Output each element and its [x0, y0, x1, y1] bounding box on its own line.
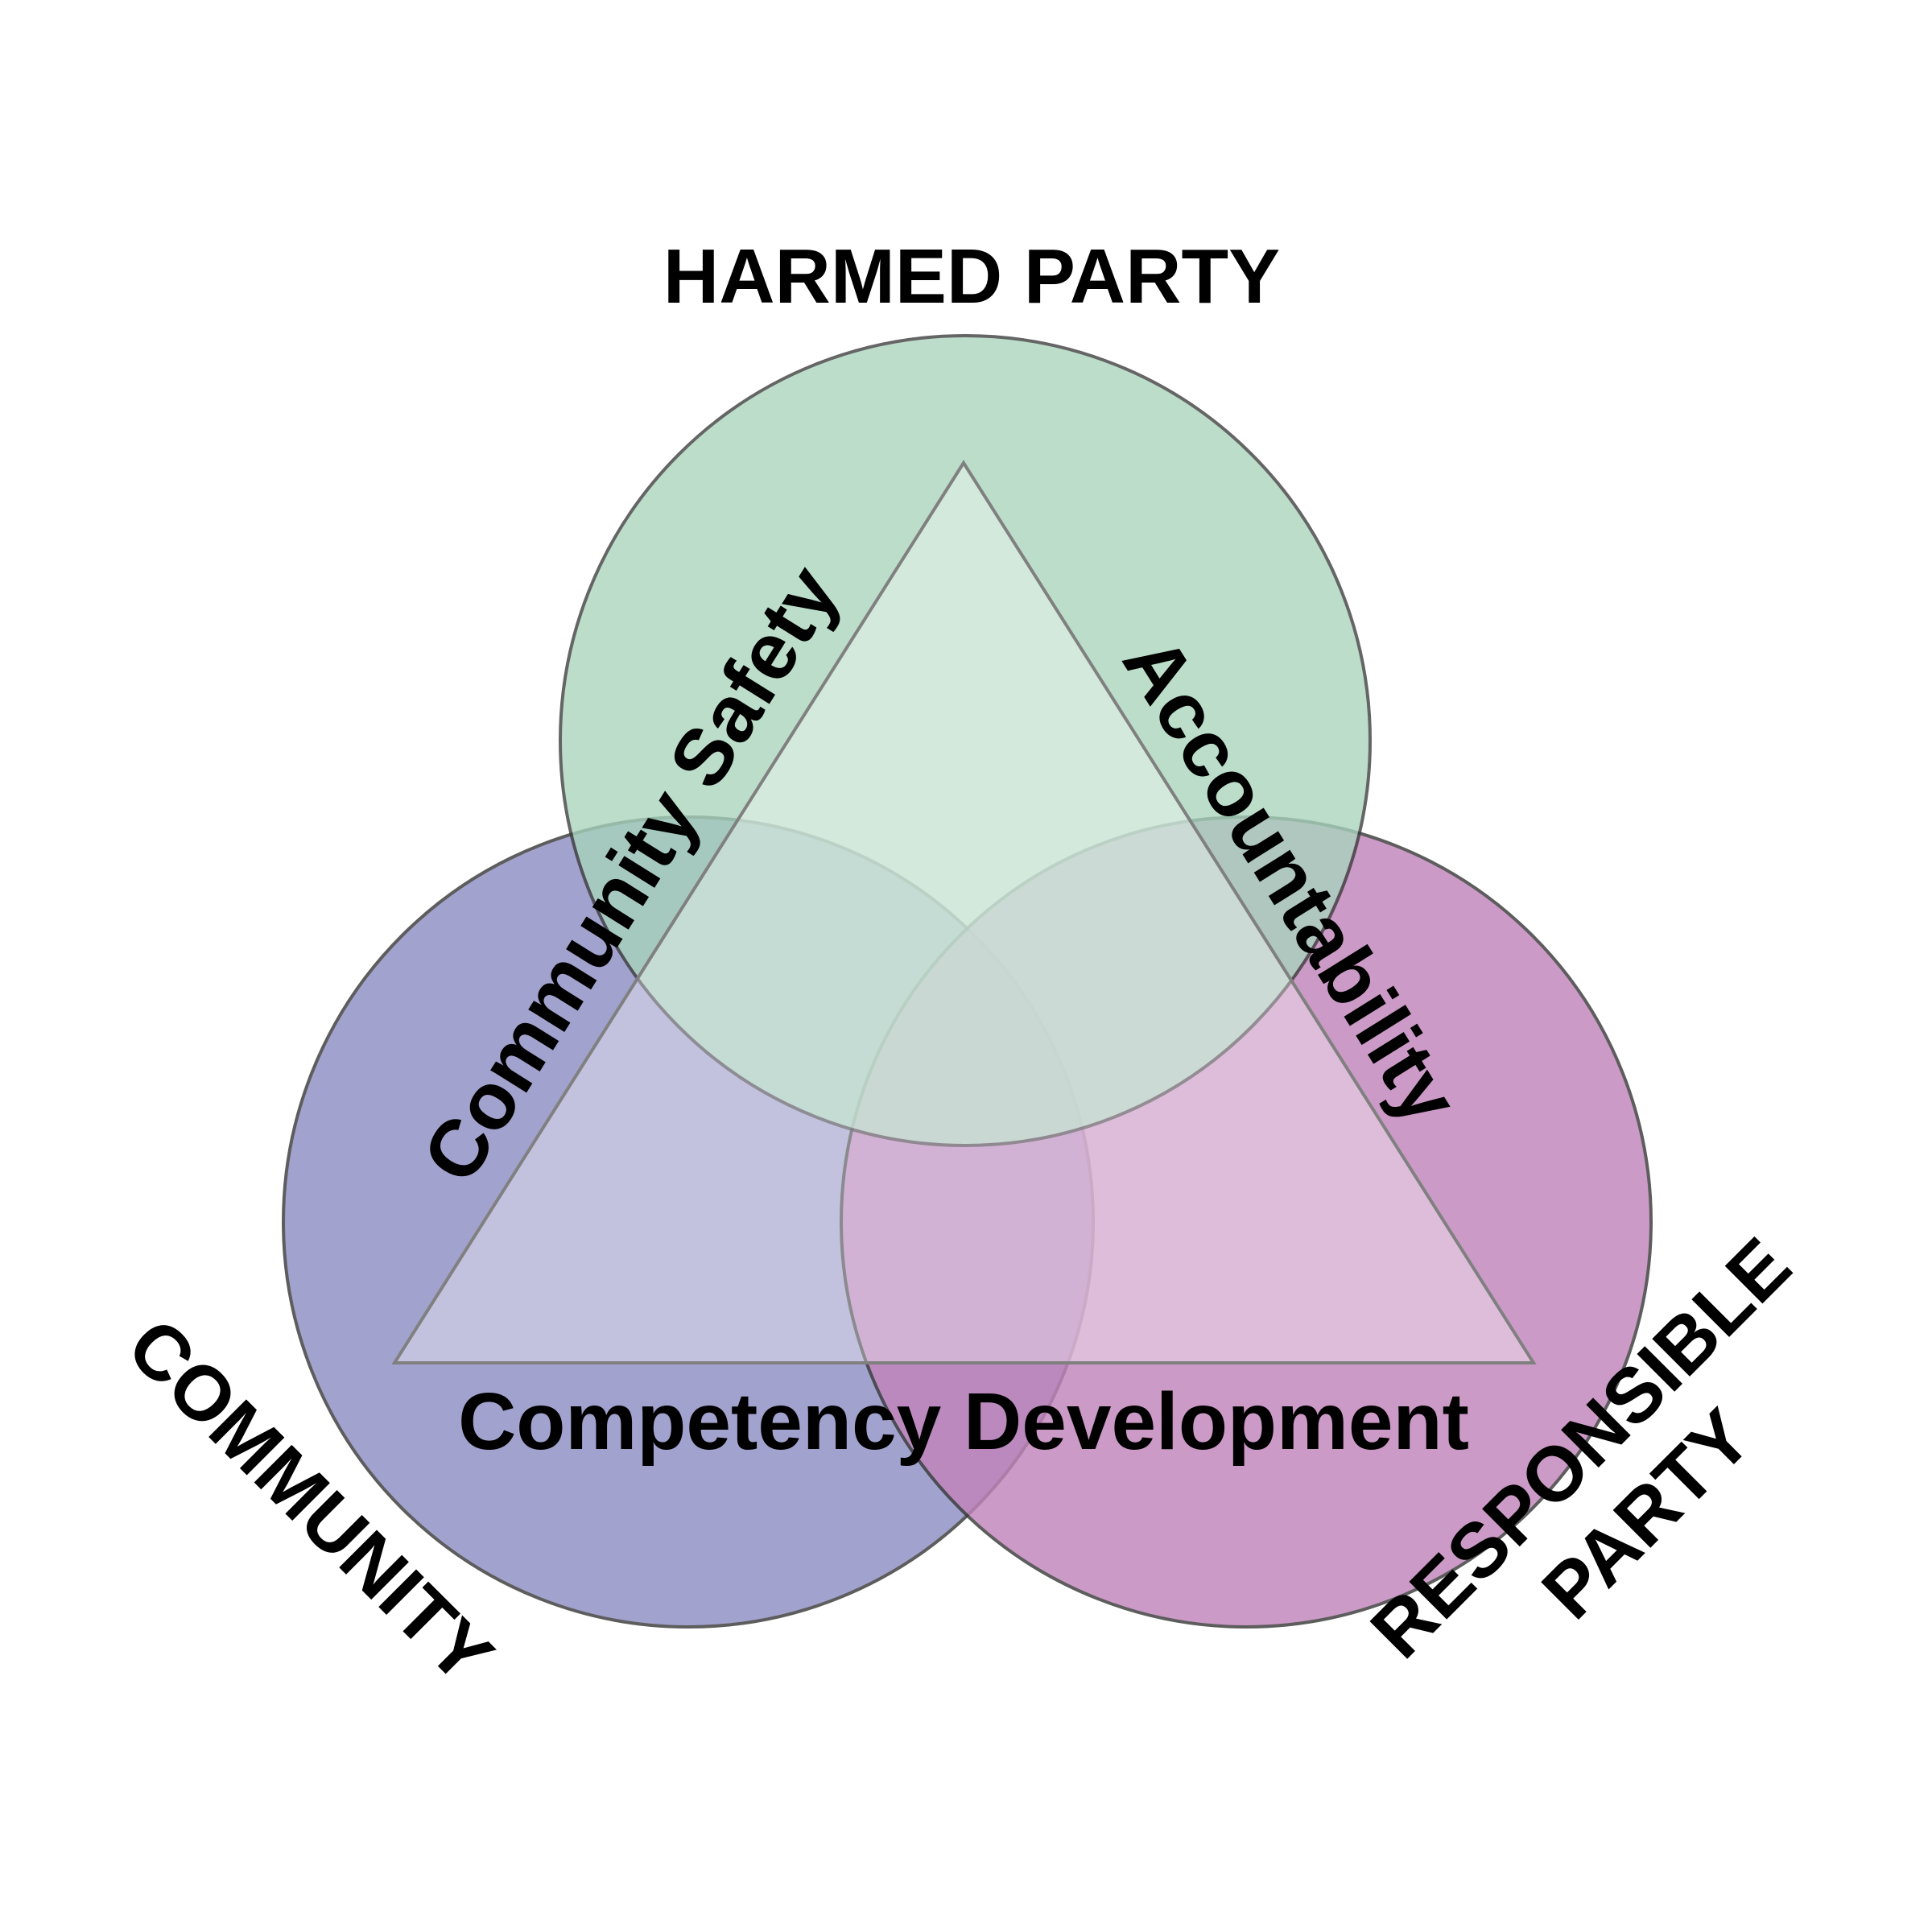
competency-development-label: Competency Development: [458, 1377, 1469, 1467]
harmed-party-circle: [559, 334, 1372, 1147]
central-triangle: [391, 460, 1537, 1364]
harmed-party-label: HARMED PARTY: [663, 233, 1280, 320]
